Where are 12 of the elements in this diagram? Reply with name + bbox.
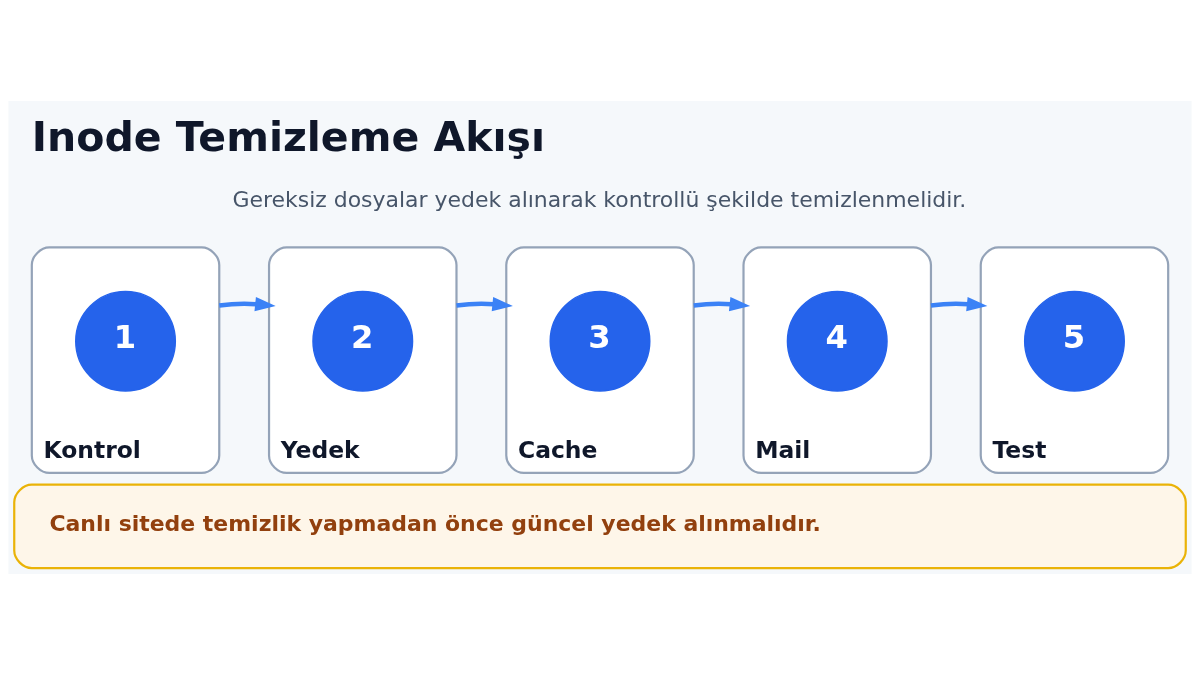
node-box: Canlı sitede temizlik yapmadan önce güncel yedek alınmalıdır. — [13, 483, 1187, 570]
node-circle: 2 — [312, 290, 414, 392]
label: Gereksiz dosyalar yedek alınarak kontrollü şekilde temizlenmelidir. — [232, 187, 967, 213]
arrow — [693, 296, 751, 312]
arrow — [456, 296, 513, 312]
diagram-title: Inode Temizleme Akışı — [31, 112, 545, 161]
arrow — [219, 296, 276, 312]
node-circle: 1 — [75, 290, 177, 392]
node-circle: 3 — [549, 290, 651, 392]
arrow — [930, 296, 988, 312]
node-circle: 5 — [1023, 290, 1125, 392]
node-circle: 4 — [786, 290, 888, 392]
